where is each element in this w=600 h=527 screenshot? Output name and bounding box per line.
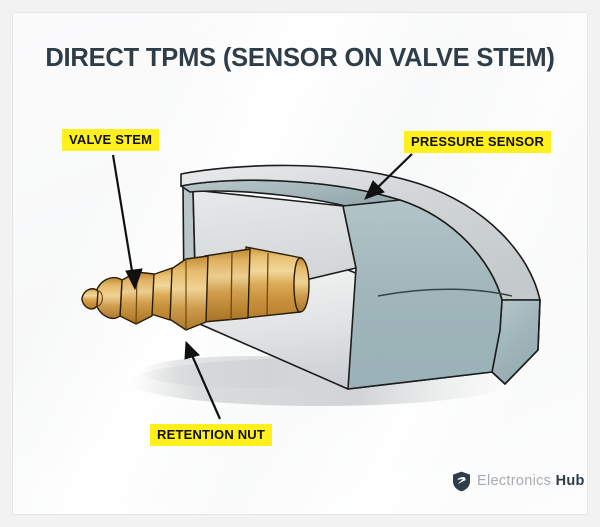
brand-name-light: Electronics [477,473,552,490]
retention-nut-hex [167,255,209,331]
valve-rear-cylinder [243,246,303,319]
brand-name-bold: Hub [555,473,585,490]
leader-arrows [111,153,413,420]
valve-tip-cap [81,288,99,310]
valve-groove-2 [266,252,269,316]
arrow-pressure-sensor [364,153,413,200]
callout-valve-stem: VALVE STEM [62,129,160,151]
callout-pressure-sensor: PRESSURE SENSOR [404,131,552,153]
brand-logo: Electronics Hub [452,471,585,492]
shield-bolt-icon [453,471,470,492]
valve-tip-ellipse [96,290,103,307]
page-title: DIRECT TPMS (SENSOR ON VALVE STEM) [45,44,555,72]
sensor-crease-line [377,288,513,297]
valve-tip-body [95,276,123,320]
valve-rear-cap [293,257,310,313]
sensor-front-face [342,199,503,390]
pressure-sensor-body [180,164,541,390]
arrow-retention-nut [184,340,222,420]
arrow-valve-stem [111,154,143,291]
sensor-tail-bevel [491,299,541,385]
brand-name: Electronics Hub [477,474,585,489]
valve-stem-assembly [81,246,310,331]
valve-groove-1 [230,250,233,321]
callout-retention-nut: RETENTION NUT [150,424,273,446]
valve-mid-cylinder [202,248,251,323]
